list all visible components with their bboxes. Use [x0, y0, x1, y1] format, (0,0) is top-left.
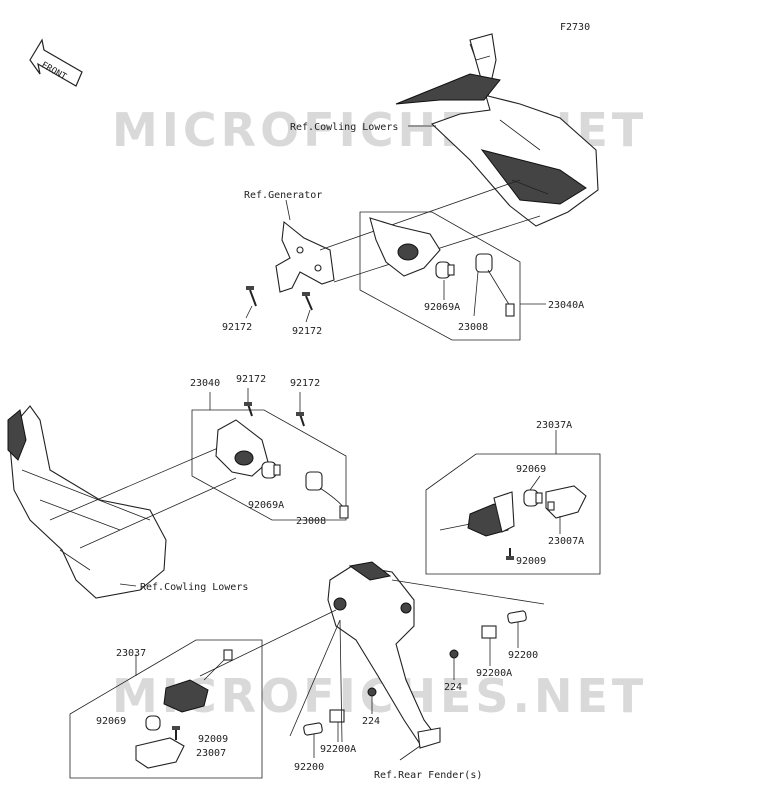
bolt-224-right — [449, 649, 459, 659]
bolt-224-left — [367, 687, 377, 697]
label-92172-c: 92172 — [236, 374, 266, 385]
label-92172-a: 92172 — [222, 322, 252, 333]
generator-bracket — [275, 220, 335, 293]
label-92200-a: 92200 — [508, 650, 538, 661]
turn-signal-housing-top — [369, 217, 441, 277]
label-92009-right: 92009 — [516, 556, 546, 567]
socket-23008-top — [475, 253, 515, 317]
label-23008-top: 23008 — [458, 322, 488, 333]
label-ref-cowling-lowers-mid: Ref.Cowling Lowers — [140, 582, 248, 593]
diagram-code: F2730 — [560, 22, 590, 33]
label-23037A: 23037A — [536, 420, 572, 431]
label-92009-left: 92009 — [198, 734, 228, 745]
label-92069-right: 92069 — [516, 464, 546, 475]
plate-92200-left — [303, 722, 323, 736]
label-ref-cowling-lowers-top: Ref.Cowling Lowers — [290, 122, 398, 133]
rear-signal-right — [439, 491, 515, 537]
bolt-92172-d — [296, 412, 305, 427]
bulb-92069-right — [523, 489, 543, 507]
screw-92009-right — [506, 548, 514, 560]
bulb-92069-left — [145, 715, 161, 731]
label-92200A-b: 92200A — [320, 744, 356, 755]
group-box-23037 — [69, 639, 263, 779]
label-23040: 23040 — [190, 378, 220, 389]
plate-92200-right — [507, 610, 527, 624]
ref-line-cowling-mid — [119, 583, 137, 587]
bulb-92069A-mid — [261, 461, 281, 479]
bulb-92069A-top — [435, 261, 455, 279]
front-arrow-icon: FRONT — [29, 38, 83, 87]
label-23008-mid: 23008 — [296, 516, 326, 527]
label-23040A: 23040A — [548, 300, 584, 311]
lens-23007 — [135, 737, 185, 769]
bolt-92172-b — [302, 292, 313, 311]
label-92172-d: 92172 — [290, 378, 320, 389]
label-92200A-a: 92200A — [476, 668, 512, 679]
label-92172-b: 92172 — [292, 326, 322, 337]
label-23037: 23037 — [116, 648, 146, 659]
group-box-23037A — [425, 453, 601, 575]
tail-bracket — [327, 561, 441, 749]
clip-92200A-right — [481, 625, 497, 639]
label-224-a: 224 — [444, 682, 462, 693]
label-23007A: 23007A — [548, 536, 584, 547]
label-ref-rear-fender: Ref.Rear Fender(s) — [374, 770, 482, 781]
ref-line-generator — [285, 199, 291, 221]
label-ref-generator: Ref.Generator — [244, 190, 322, 201]
group-box-23040 — [191, 409, 347, 521]
rear-signal-left — [163, 649, 233, 713]
clip-92200A-left — [329, 709, 345, 723]
screw-92009-left — [172, 726, 180, 740]
label-92069A-mid: 92069A — [248, 500, 284, 511]
socket-23008-mid — [305, 471, 349, 519]
bolt-92172-c — [244, 402, 253, 417]
upper-cowling-right — [395, 33, 599, 227]
lens-23007A — [545, 485, 587, 519]
label-23007: 23007 — [196, 748, 226, 759]
lower-cowling-left — [7, 405, 167, 599]
group-box-23040A — [359, 211, 521, 341]
label-224-b: 224 — [362, 716, 380, 727]
label-92069-left: 92069 — [96, 716, 126, 727]
bolt-92172-a — [246, 286, 257, 307]
turn-signal-housing-mid — [215, 419, 269, 477]
label-92069A-top: 92069A — [424, 302, 460, 313]
label-92200-b: 92200 — [294, 762, 324, 773]
